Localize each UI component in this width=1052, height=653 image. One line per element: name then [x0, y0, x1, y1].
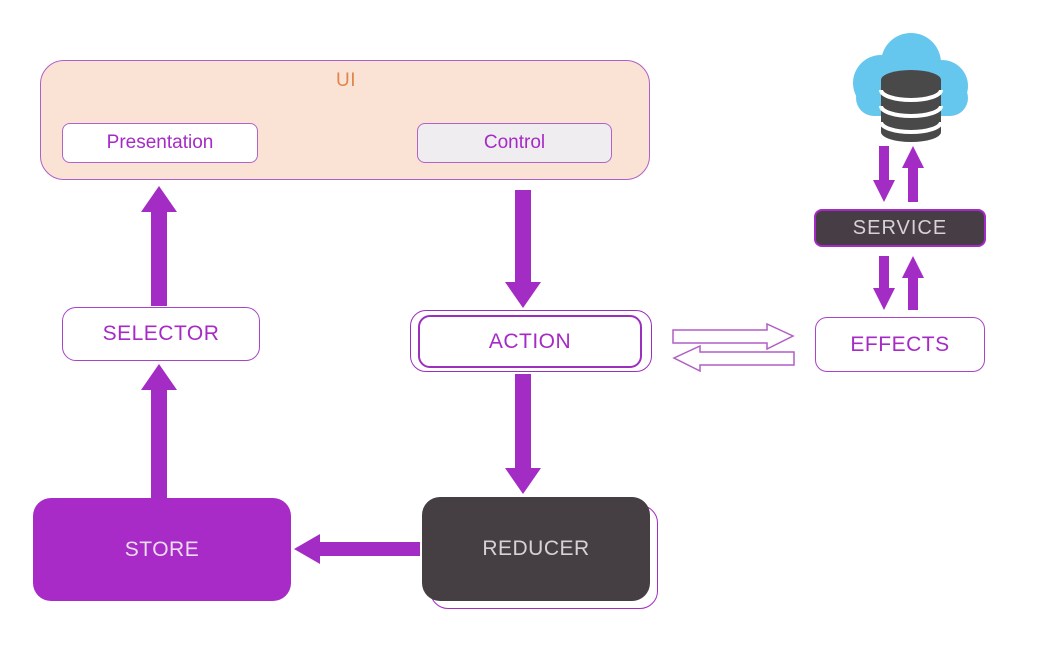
arrow-action-to-reducer — [505, 374, 541, 494]
effects-label: EFFECTS — [850, 332, 950, 356]
reducer-label: REDUCER — [482, 537, 590, 560]
ui-label: UI — [336, 70, 356, 91]
arrow-service-to-cloud — [902, 146, 924, 202]
arrow-store-to-selector — [141, 364, 177, 498]
service-node: SERVICE — [814, 209, 986, 247]
arrow-selector-to-ui — [141, 186, 177, 306]
store-node: STORE — [33, 498, 291, 601]
database-icon — [879, 70, 943, 142]
control-node: Control — [417, 123, 612, 163]
arrow-control-to-action — [505, 190, 541, 308]
selector-label: SELECTOR — [102, 322, 220, 345]
control-label: Control — [483, 132, 546, 153]
action-node: ACTION — [418, 315, 642, 368]
arrow-effects-to-service — [902, 256, 924, 310]
selector-node: SELECTOR — [62, 307, 260, 361]
arrow-cloud-to-service — [873, 146, 895, 202]
action-label: ACTION — [488, 329, 572, 353]
presentation-label: Presentation — [106, 132, 214, 153]
cloud-database-icon — [853, 33, 968, 142]
arrow-action-to-effects — [672, 323, 795, 350]
arrow-service-to-effects — [873, 256, 895, 310]
reducer-node: REDUCER — [422, 497, 650, 601]
presentation-node: Presentation — [62, 123, 258, 163]
arrow-effects-to-action — [672, 345, 795, 372]
arrow-reducer-to-store — [294, 534, 420, 564]
service-label: SERVICE — [852, 216, 948, 239]
store-label: STORE — [124, 537, 200, 561]
effects-node: EFFECTS — [815, 317, 985, 372]
